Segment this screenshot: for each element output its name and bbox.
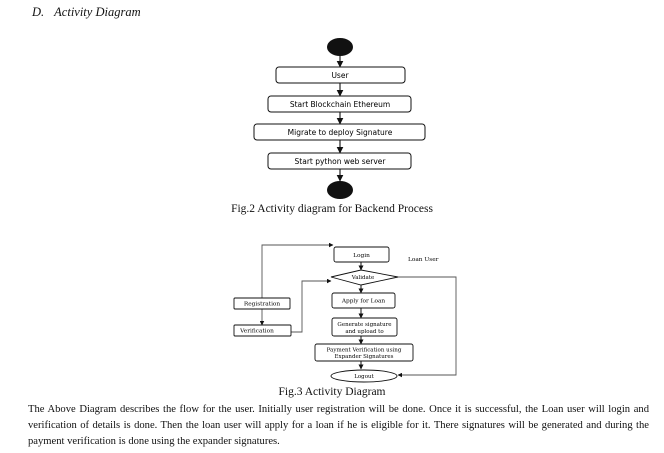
fig3-loan-user-label: Loan User [408, 257, 439, 263]
fig3-generate-box [331, 317, 398, 337]
fig3-payment-label-2: Expander Signatures [335, 354, 394, 360]
description-paragraph: The Above Diagram describes the flow for… [28, 404, 649, 448]
fig3-payment-box [314, 343, 414, 362]
fig2-migrate-label: Migrate to deploy Signature [288, 128, 393, 137]
fig3-validate-fail-flow [397, 276, 457, 378]
fig3-registration-box [233, 297, 291, 310]
fig3-payment-label-1: Payment Verification using [327, 348, 402, 354]
fig3-apply-box [331, 292, 396, 309]
fig2-caption: Fig.2 Activity diagram for Backend Proce… [231, 203, 433, 215]
fig2-diagram: User Start Blockchain Ethereum Migrate t… [253, 38, 426, 199]
fig3-generate-label-1: Generate signature [337, 322, 391, 328]
fig3-login-box [333, 246, 390, 263]
fig3-logout-node [330, 369, 398, 383]
fig3-registration-flow [261, 242, 334, 298]
fig3-logout-label: Logout [354, 374, 374, 380]
fig2-webserver-label: Start python web server [295, 157, 387, 166]
fig3-registration-label: Registration [244, 302, 281, 308]
fig3-verification-label: Verification [239, 329, 274, 335]
fig3-verification-box [233, 324, 292, 337]
fig3-caption: Fig.3 Activity Diagram [278, 386, 386, 398]
fig3-generate-label-2: and upload to [345, 329, 384, 335]
section-number: D. [32, 5, 45, 19]
fig3-validate-diamond [330, 269, 399, 286]
section-heading: D. Activity Diagram [32, 5, 141, 20]
fig3-verification-flow [291, 278, 332, 333]
fig2-end-node [327, 181, 353, 199]
fig2-user-label: User [331, 71, 349, 80]
fig3-validate-label: Validate [351, 275, 375, 281]
section-title: Activity Diagram [54, 5, 141, 19]
fig2-blockchain-label: Start Blockchain Ethereum [290, 100, 390, 109]
fig2-start-node [327, 38, 353, 56]
fig3-login-label: Login [353, 253, 370, 259]
fig3-diagram: Login Loan User Validate Apply for Loan … [233, 242, 457, 383]
fig3-apply-label: Apply for Loan [341, 299, 386, 305]
